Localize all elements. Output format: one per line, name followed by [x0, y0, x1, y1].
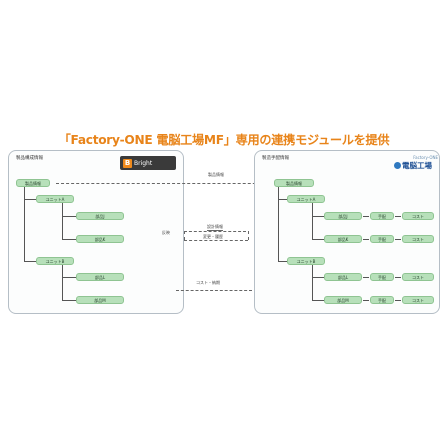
right-tree-line	[312, 277, 324, 278]
right-product-node: 製品情報	[274, 179, 314, 187]
right-part-node: 部品K	[324, 235, 362, 243]
left-tree-line	[24, 199, 36, 200]
left-tree-line	[62, 277, 76, 278]
cost-node: コスト	[402, 296, 434, 304]
cost-node: コスト	[402, 235, 434, 243]
right-tree-line	[312, 265, 313, 300]
design-info-link	[184, 231, 185, 240]
bright-logo-mark: B	[123, 158, 132, 168]
left-part-node: 部品M	[76, 296, 124, 304]
factory-one-logo: Factory-ONE 電脳工場	[394, 155, 438, 171]
left-tree-line	[24, 261, 36, 262]
left-product-node: 製品情報	[16, 179, 50, 187]
right-part-node: 部品M	[324, 296, 362, 304]
right-part-node: 部品L	[324, 273, 362, 281]
factory-one-logo-small: Factory-ONE	[413, 155, 438, 160]
right-tree-line	[278, 187, 279, 261]
row-link	[363, 300, 369, 301]
arrange-link	[248, 231, 249, 240]
page-title: 「Factory-ONE 電脳工場MF」専用の連携モジュールを提供	[58, 133, 390, 147]
row-link	[363, 239, 369, 240]
row-link	[363, 277, 369, 278]
row-link	[395, 277, 401, 278]
row-link	[395, 300, 401, 301]
design-info-link	[184, 231, 246, 232]
left-part-node: 部品J	[76, 212, 124, 220]
cost-info-label: コスト・納期	[196, 280, 220, 285]
cost-node: コスト	[402, 212, 434, 220]
right-tree-line	[312, 216, 324, 217]
cost-info-link	[176, 290, 252, 291]
arrange-node: 手配	[370, 273, 394, 281]
row-link	[395, 239, 401, 240]
right-unit-node: ユニットB	[287, 257, 325, 265]
left-tree-line	[62, 203, 63, 239]
left-tree-line	[62, 216, 76, 217]
right-part-node: 部品J	[324, 212, 362, 220]
manufacturing-panel: 製造手配情報	[254, 150, 440, 314]
bom-panel-label: 製品構成情報	[16, 156, 43, 161]
left-part-node: 部品L	[76, 273, 124, 281]
change-history-link	[184, 240, 248, 241]
reflect-left-label: 反映	[162, 230, 170, 235]
arrange-node: 手配	[370, 296, 394, 304]
change-history-label: 変更・履歴	[203, 234, 223, 239]
right-tree-line	[278, 261, 287, 262]
right-tree-line	[312, 239, 324, 240]
left-tree-line	[62, 239, 76, 240]
product-info-label: 製品情報	[208, 172, 224, 177]
arrange-node: 手配	[370, 235, 394, 243]
manufacturing-panel-label: 製造手配情報	[262, 156, 289, 161]
left-unit-node: ユニットB	[36, 257, 74, 265]
product-info-link	[56, 183, 276, 184]
right-tree-line	[312, 203, 313, 239]
row-link	[363, 216, 369, 217]
factory-one-logo-big: 電脳工場	[402, 161, 432, 170]
left-tree-line	[62, 300, 76, 301]
bright-logo: B Bright	[120, 156, 176, 170]
row-link	[395, 216, 401, 217]
left-part-node: 部品K	[76, 235, 124, 243]
factory-one-logo-mark	[394, 162, 401, 169]
right-unit-node: ユニットA	[287, 195, 325, 203]
bom-panel: 製品構成情報	[8, 150, 184, 314]
cost-node: コスト	[402, 273, 434, 281]
left-tree-line	[62, 265, 63, 300]
arrange-node: 手配	[370, 212, 394, 220]
bright-logo-text: Bright	[134, 159, 153, 167]
left-unit-node: ユニットA	[36, 195, 74, 203]
right-tree-line	[312, 300, 324, 301]
left-tree-line	[24, 187, 25, 261]
right-tree-line	[278, 199, 287, 200]
design-info-label: 設計情報	[207, 224, 223, 231]
